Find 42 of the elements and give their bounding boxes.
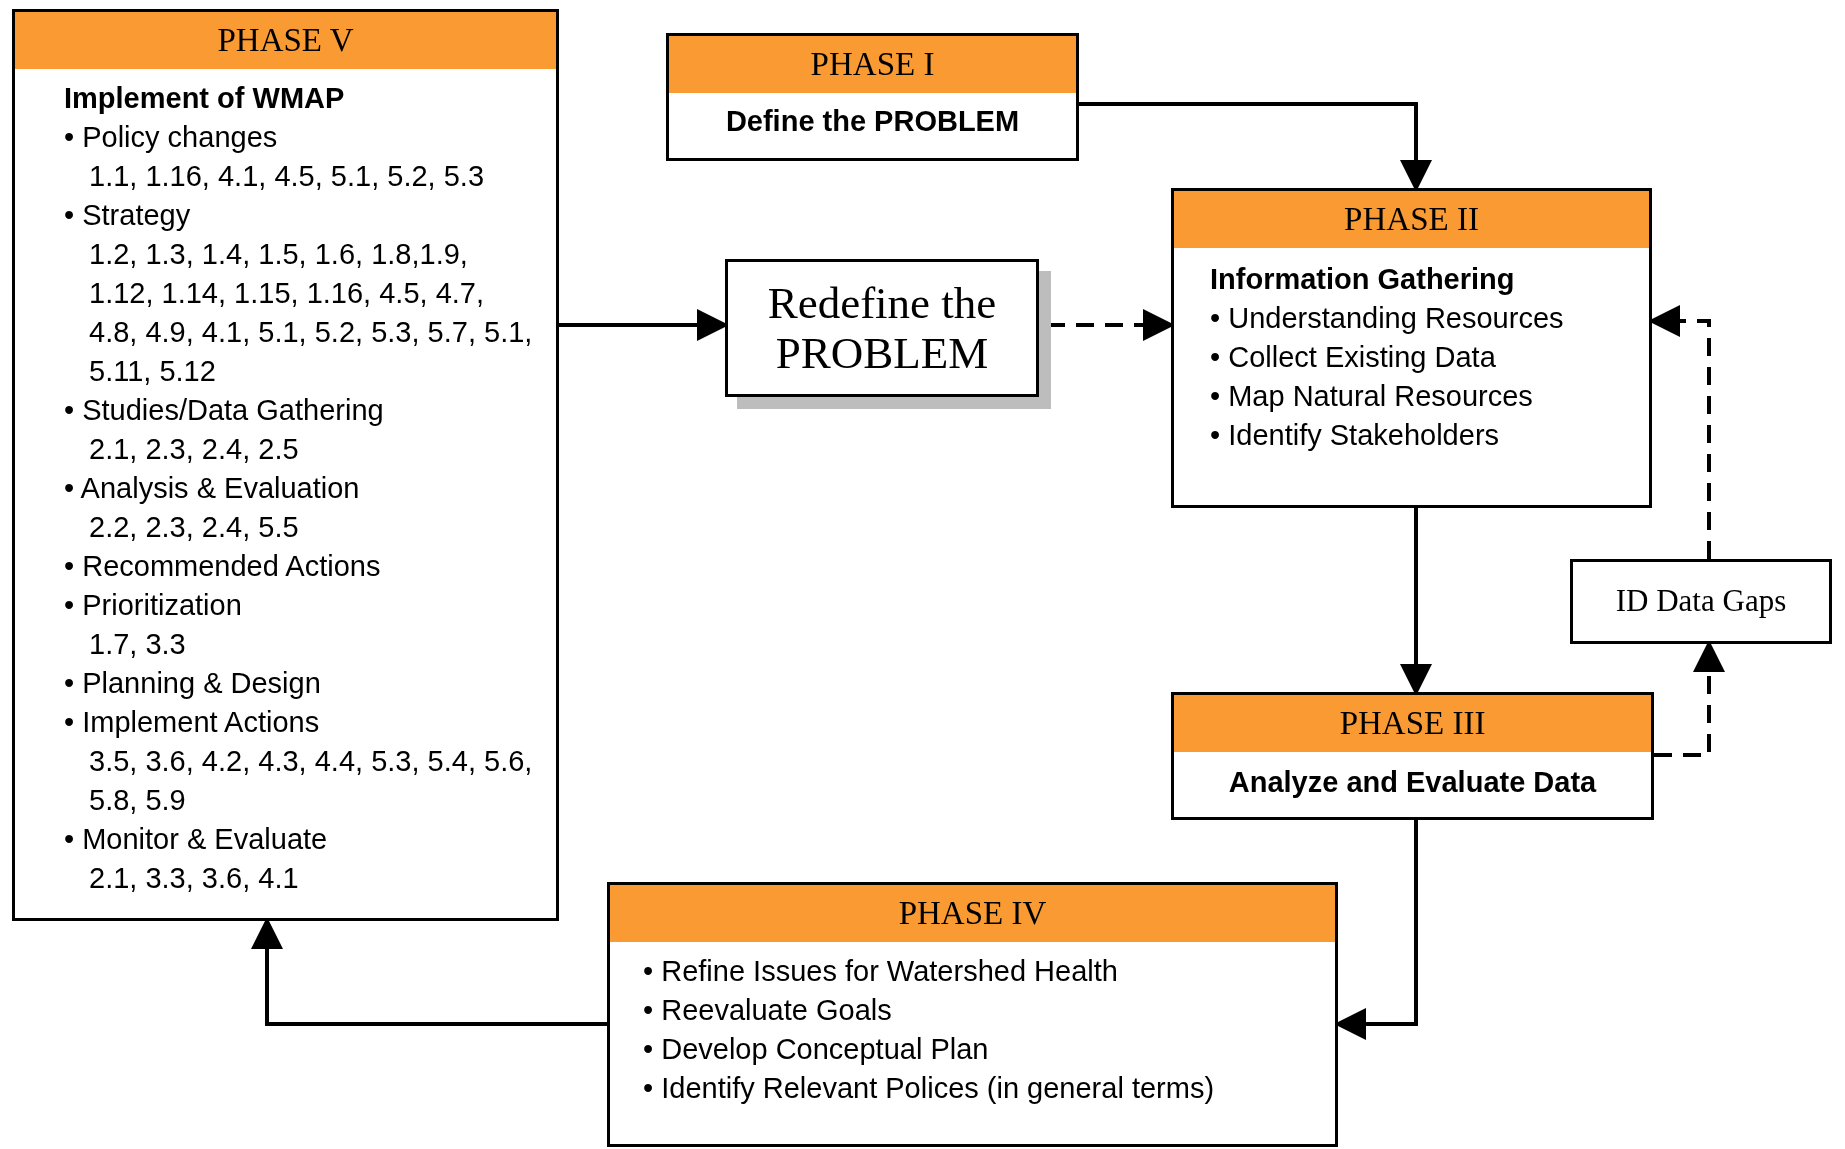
bullet-item: • Monitor & Evaluate xyxy=(64,822,329,857)
reference-numbers: 2.2, 2.3, 2.4, 5.5 xyxy=(88,510,300,545)
phase-header: PHASE IV xyxy=(610,885,1335,942)
reference-numbers: 1.2, 1.3, 1.4, 1.5, 1.6, 1.8,1.9, 1.12, 1.14, 1.15, 1.16, 4.5, 4.7, 4.8, 4.9, 4.1, 5.1, 5.2, 5.3, 5.7, 5.1, 5.11, 5.12 xyxy=(88,237,534,389)
process-box xyxy=(725,259,1039,397)
bullet-item: • Analysis & Evaluation xyxy=(64,471,361,506)
bullet-item: • Strategy xyxy=(64,198,192,233)
bullet-item: • Policy changes xyxy=(64,120,279,155)
phase-box xyxy=(607,882,1338,1147)
reference-numbers: 1.7, 3.3 xyxy=(88,627,187,662)
bullet-item: • Studies/Data Gathering xyxy=(64,393,385,428)
section-heading: Information Gathering xyxy=(1210,262,1516,297)
bullet-item: • Identify Relevant Polices (in general terms) xyxy=(643,1071,1216,1106)
bullet-item: • Refine Issues for Watershed Health xyxy=(643,954,1119,989)
phase-box xyxy=(12,9,559,921)
phase-box xyxy=(1171,188,1652,508)
box-label: Redefine the PROBLEM xyxy=(766,278,998,378)
reference-numbers: 1.1, 1.16, 4.1, 4.5, 5.1, 5.2, 5.3 xyxy=(88,159,485,194)
phase-header: PHASE II xyxy=(1174,191,1649,248)
bullet-item: • Understanding Resources xyxy=(1210,301,1565,336)
bullet-item: • Develop Conceptual Plan xyxy=(643,1032,990,1067)
phase-box xyxy=(1171,692,1654,820)
bullet-item: • Collect Existing Data xyxy=(1210,340,1497,375)
bullet-item: • Planning & Design xyxy=(64,666,322,701)
phase-description: Analyze and Evaluate Data xyxy=(1227,765,1598,800)
bullet-item: • Reevaluate Goals xyxy=(643,993,893,1028)
bullet-item: • Map Natural Resources xyxy=(1210,379,1534,414)
phase-header: PHASE III xyxy=(1174,695,1651,752)
bullet-item: • Prioritization xyxy=(64,588,243,623)
process-box xyxy=(1570,559,1832,644)
reference-numbers: 2.1, 2.3, 2.4, 2.5 xyxy=(88,432,300,467)
reference-numbers: 2.1, 3.3, 3.6, 4.1 xyxy=(88,861,300,896)
phase-header: PHASE V xyxy=(15,12,556,69)
bullet-item: • Identify Stakeholders xyxy=(1210,418,1501,453)
phase-description: Define the PROBLEM xyxy=(724,104,1021,139)
bullet-item: • Recommended Actions xyxy=(64,549,382,584)
box-label: ID Data Gaps xyxy=(1615,582,1787,621)
bullet-item: • Implement Actions xyxy=(64,705,321,740)
phase-header: PHASE I xyxy=(669,36,1076,93)
phase-box xyxy=(666,33,1079,161)
section-heading: Implement of WMAP xyxy=(64,81,346,116)
reference-numbers: 3.5, 3.6, 4.2, 4.3, 4.4, 5.3, 5.4, 5.6, 5.8, 5.9 xyxy=(88,744,534,818)
